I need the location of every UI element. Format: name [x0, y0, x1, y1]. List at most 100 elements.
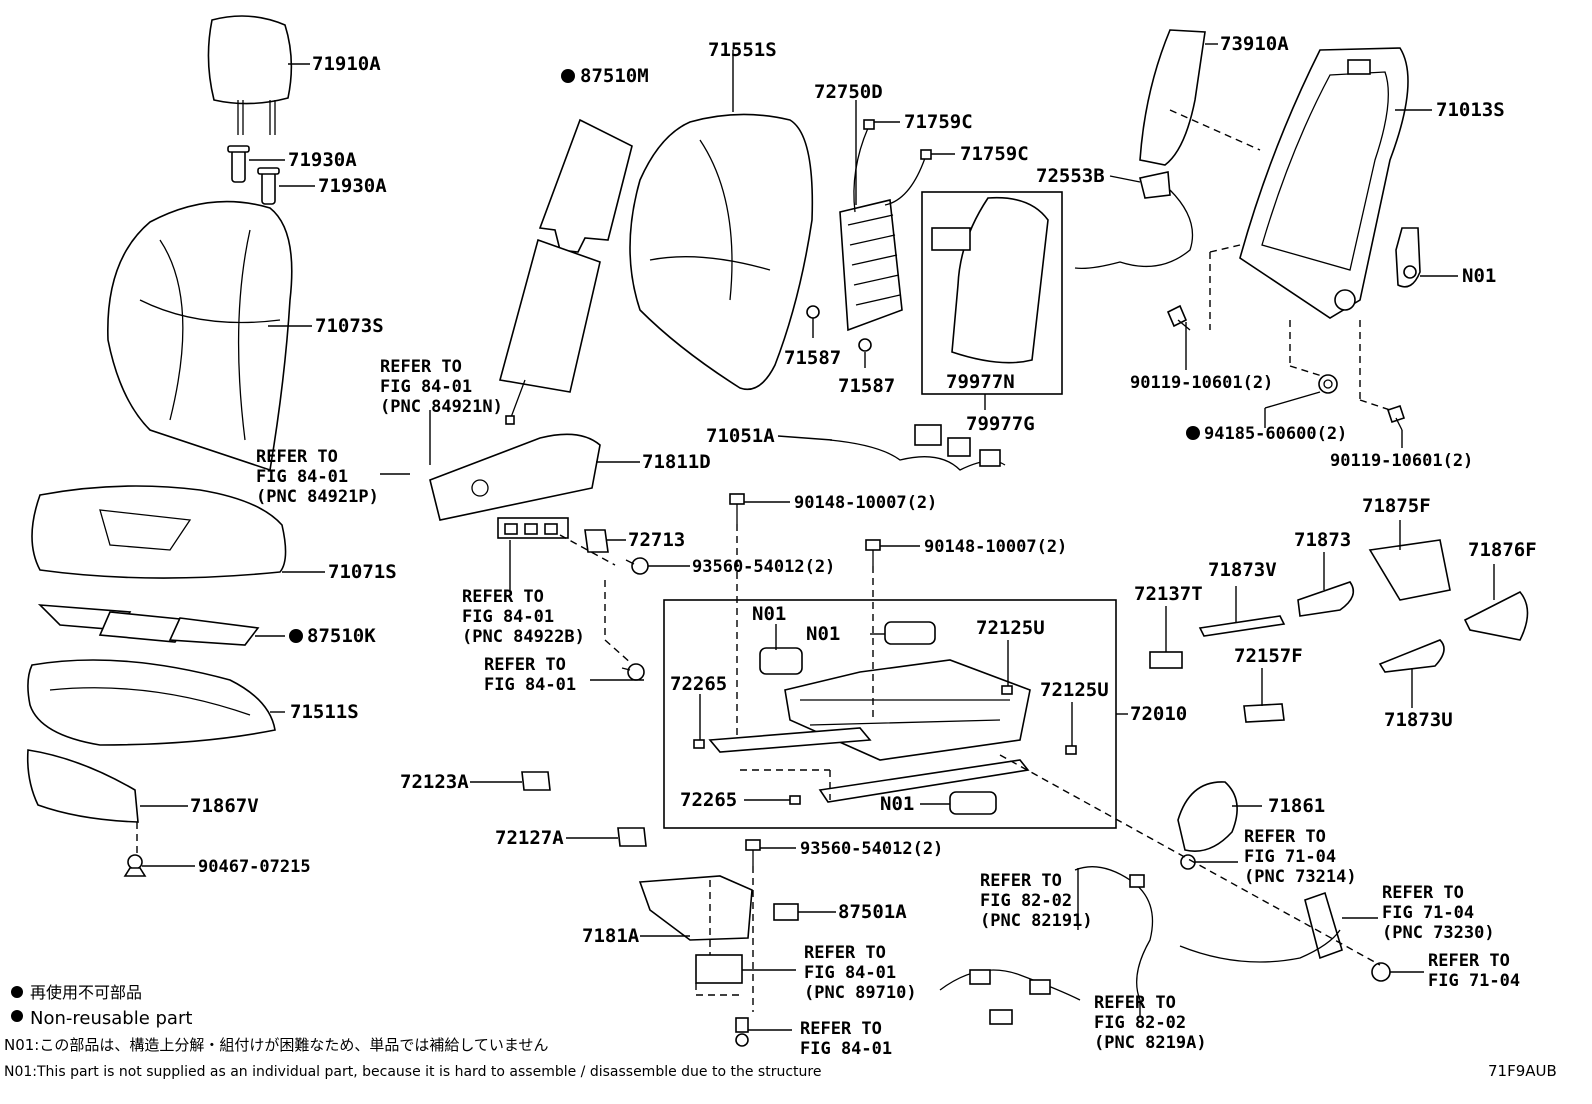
sensor-72553B	[1074, 171, 1194, 270]
seat-heater-87510K	[37, 604, 260, 646]
kit-box-79977G	[921, 191, 1063, 395]
seatback-frame-71013S	[1239, 47, 1409, 319]
motor-N01-b	[884, 621, 936, 645]
label-71071S: 71071S	[328, 561, 397, 583]
refer-8-line-1: REFER TO	[980, 871, 1062, 891]
legend-dot-en	[11, 1010, 23, 1022]
refer-10-line-2: FIG 84-01	[804, 963, 896, 983]
switch-assy	[497, 517, 569, 539]
nonreusable-dot-87510K	[289, 629, 303, 643]
label-71873: 71873	[1294, 529, 1351, 551]
harness-refer-8219A	[1074, 866, 1154, 1001]
nut-refer-71-04	[1371, 962, 1391, 982]
label-71930A-2: 71930A	[318, 175, 387, 197]
refer-3-line-2: FIG 84-01	[462, 607, 554, 627]
label-87510M: 87510M	[580, 65, 649, 87]
legend: 再使用不可部品 Non-reusable part N01:この部品は、構造上分…	[4, 983, 1557, 1080]
trim-71873V	[1198, 615, 1286, 637]
lumbar-support-72750D	[839, 119, 932, 332]
connector-87501A	[773, 903, 799, 921]
refer-3-line-3: (PNC 84922B)	[462, 627, 585, 647]
wire-harness-71051A	[829, 424, 1006, 471]
label-90467-07215: 90467-07215	[198, 857, 311, 877]
bracket-72713	[584, 529, 609, 553]
trim-71873U	[1378, 639, 1445, 673]
clip-90467-07215	[123, 854, 147, 877]
label-71551S: 71551S	[708, 39, 777, 61]
refer-6-line-1: REFER TO	[1382, 883, 1464, 903]
refer-5-line-3: (PNC 73214)	[1244, 867, 1357, 887]
clip-72125U	[1001, 685, 1077, 755]
refer-7-line-2: FIG 71-04	[1428, 971, 1520, 991]
label-90148-10007-b: 90148-10007(2)	[924, 537, 1067, 557]
label-87510K: 87510K	[307, 625, 376, 647]
seatback-pad-71551S	[629, 113, 814, 390]
label-72750D: 72750D	[814, 81, 883, 103]
refer-8-line-3: (PNC 82191)	[980, 911, 1093, 931]
trim-71876F	[1463, 590, 1529, 641]
label-71910A: 71910A	[312, 53, 381, 75]
trim-72157F	[1243, 703, 1285, 723]
label-79977G: 79977G	[966, 413, 1035, 435]
label-71873V: 71873V	[1208, 559, 1277, 581]
nut-71587	[806, 305, 872, 352]
refer-10-line-3: (PNC 89710)	[804, 983, 917, 1003]
cushion-edge-71867V	[26, 749, 139, 823]
n01-note-jp: N01:この部品は、構造上分解・組付けが困難なため、単品では補給していません	[4, 1036, 548, 1054]
clip-72127A	[617, 827, 647, 847]
label-87501A: 87501A	[838, 901, 907, 923]
trim-71875F	[1368, 539, 1451, 601]
refer-3-line-1: REFER TO	[462, 587, 544, 607]
label-93560-54012-b: 93560-54012(2)	[800, 839, 943, 859]
clip-72265	[693, 739, 801, 805]
nut-94185-60600	[1318, 374, 1338, 394]
side-shield-71811D	[429, 433, 601, 521]
label-N01-b: N01	[806, 623, 840, 645]
label-71875F: 71875F	[1362, 495, 1431, 517]
headrest-71910A	[207, 15, 293, 135]
module-refer-73230	[1304, 891, 1343, 960]
label-71587-1: 71587	[784, 347, 841, 369]
bolt-90148-10007-b	[865, 539, 881, 566]
label-71587-2: 71587	[838, 375, 895, 397]
label-79977N: 79977N	[946, 371, 1015, 393]
leader-lines	[140, 43, 1495, 1031]
label-72713: 72713	[628, 529, 685, 551]
label-71051A: 71051A	[706, 425, 775, 447]
trim-72137T	[1149, 651, 1183, 669]
bolt-90119-10601-a	[1166, 304, 1191, 331]
screw-refer-84-01	[621, 663, 645, 681]
label-72125U-2: 72125U	[1040, 679, 1109, 701]
refer-8-line-2: FIG 82-02	[980, 891, 1072, 911]
seat-cushion-71071S	[31, 485, 287, 579]
part-labels: 71910A 71930A 71930A 71073S 71071S 87510…	[190, 33, 1537, 947]
legend-nonreusable-en: Non-reusable part	[30, 1008, 192, 1029]
seatback-heater-87510M	[498, 118, 633, 425]
motor-N01-a	[759, 647, 803, 675]
screw-93560-54012-b	[745, 839, 761, 866]
label-N01-recliner: N01	[1462, 265, 1496, 287]
label-73910A: 73910A	[1220, 33, 1289, 55]
trim-71873	[1297, 581, 1355, 617]
headrest-guide-71930A	[227, 145, 280, 205]
refer-2-line-3: (PNC 84921P)	[256, 487, 379, 507]
label-71930A-1: 71930A	[288, 149, 357, 171]
dashed-lines	[136, 109, 1391, 1012]
harness-right-lower	[1179, 929, 1341, 963]
refer-1-line-3: (PNC 84921N)	[380, 397, 503, 417]
label-72123A: 72123A	[400, 771, 469, 793]
cover-71861	[1177, 781, 1238, 852]
label-71811D: 71811D	[642, 451, 711, 473]
refer-10-line-1: REFER TO	[804, 943, 886, 963]
seat-adjuster-72010	[708, 659, 1031, 803]
label-72265-2: 72265	[680, 789, 737, 811]
legend-nonreusable-jp: 再使用不可部品	[30, 983, 142, 1002]
label-72125U-1: 72125U	[976, 617, 1045, 639]
recliner-motor-N01	[1395, 227, 1421, 288]
refer-5-line-2: FIG 71-04	[1244, 847, 1336, 867]
bolt-90148-10007-a	[729, 493, 745, 524]
label-72265-1: 72265	[670, 673, 727, 695]
module-refer-89710	[695, 954, 743, 984]
